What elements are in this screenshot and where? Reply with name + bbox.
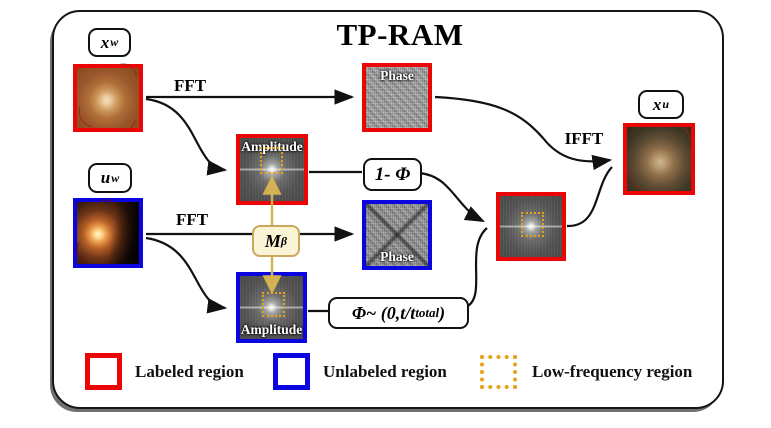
one-minus-phi-box: 1- Φ xyxy=(363,158,422,191)
amplitude-label: Amplitude xyxy=(241,139,303,154)
ifft-label: IFFT xyxy=(564,129,604,148)
tag-base: u xyxy=(100,168,111,187)
mask-base: M xyxy=(264,230,281,251)
fft-label-labeled: FFT xyxy=(173,76,207,95)
mixed-amplitude-image xyxy=(496,192,566,261)
unlabeled-amplitude-image: Amplitude xyxy=(236,272,307,343)
vessel-line xyxy=(71,224,119,270)
mask-sub: β xyxy=(280,233,288,248)
phi-expr-sub: total xyxy=(415,305,440,320)
figure-title: TP-RAM xyxy=(336,17,464,52)
phase-label: Phase xyxy=(380,249,414,264)
low-frequency-region-box xyxy=(521,212,544,237)
tag-base: x xyxy=(100,32,110,52)
unlabeled-region-swatch xyxy=(273,353,310,390)
labeled-phase-image: Phase xyxy=(362,63,432,132)
output-fundus-image xyxy=(623,117,698,199)
low-frequency-region-label: Low-frequency region xyxy=(532,362,693,381)
low-frequency-region-swatch xyxy=(480,355,517,389)
phi-expr-post: ) xyxy=(439,302,446,323)
low-frequency-region-box xyxy=(262,292,285,317)
labeled-fundus-image xyxy=(71,56,145,138)
tag-base: x xyxy=(652,94,662,114)
labeled-region-swatch xyxy=(85,353,122,390)
unlabeled-fundus-image xyxy=(71,194,143,270)
labeled-region-label: Labeled region xyxy=(135,362,244,381)
low-frequency-region-box xyxy=(260,147,283,174)
unlabeled-phase-image: Phase xyxy=(362,200,432,270)
tag-sup: u xyxy=(662,97,670,111)
tag-sup: w xyxy=(110,35,119,49)
phi-expr-pre: Φ~ (0,t/t xyxy=(351,302,416,323)
phase-label: Phase xyxy=(380,68,414,83)
tag-sup: w xyxy=(111,170,120,185)
fft-label-unlabeled: FFT xyxy=(175,210,209,229)
unlabeled-region-label: Unlabeled region xyxy=(323,362,447,381)
labeled-amplitude-image: Amplitude xyxy=(236,134,308,205)
amplitude-label: Amplitude xyxy=(240,322,303,337)
